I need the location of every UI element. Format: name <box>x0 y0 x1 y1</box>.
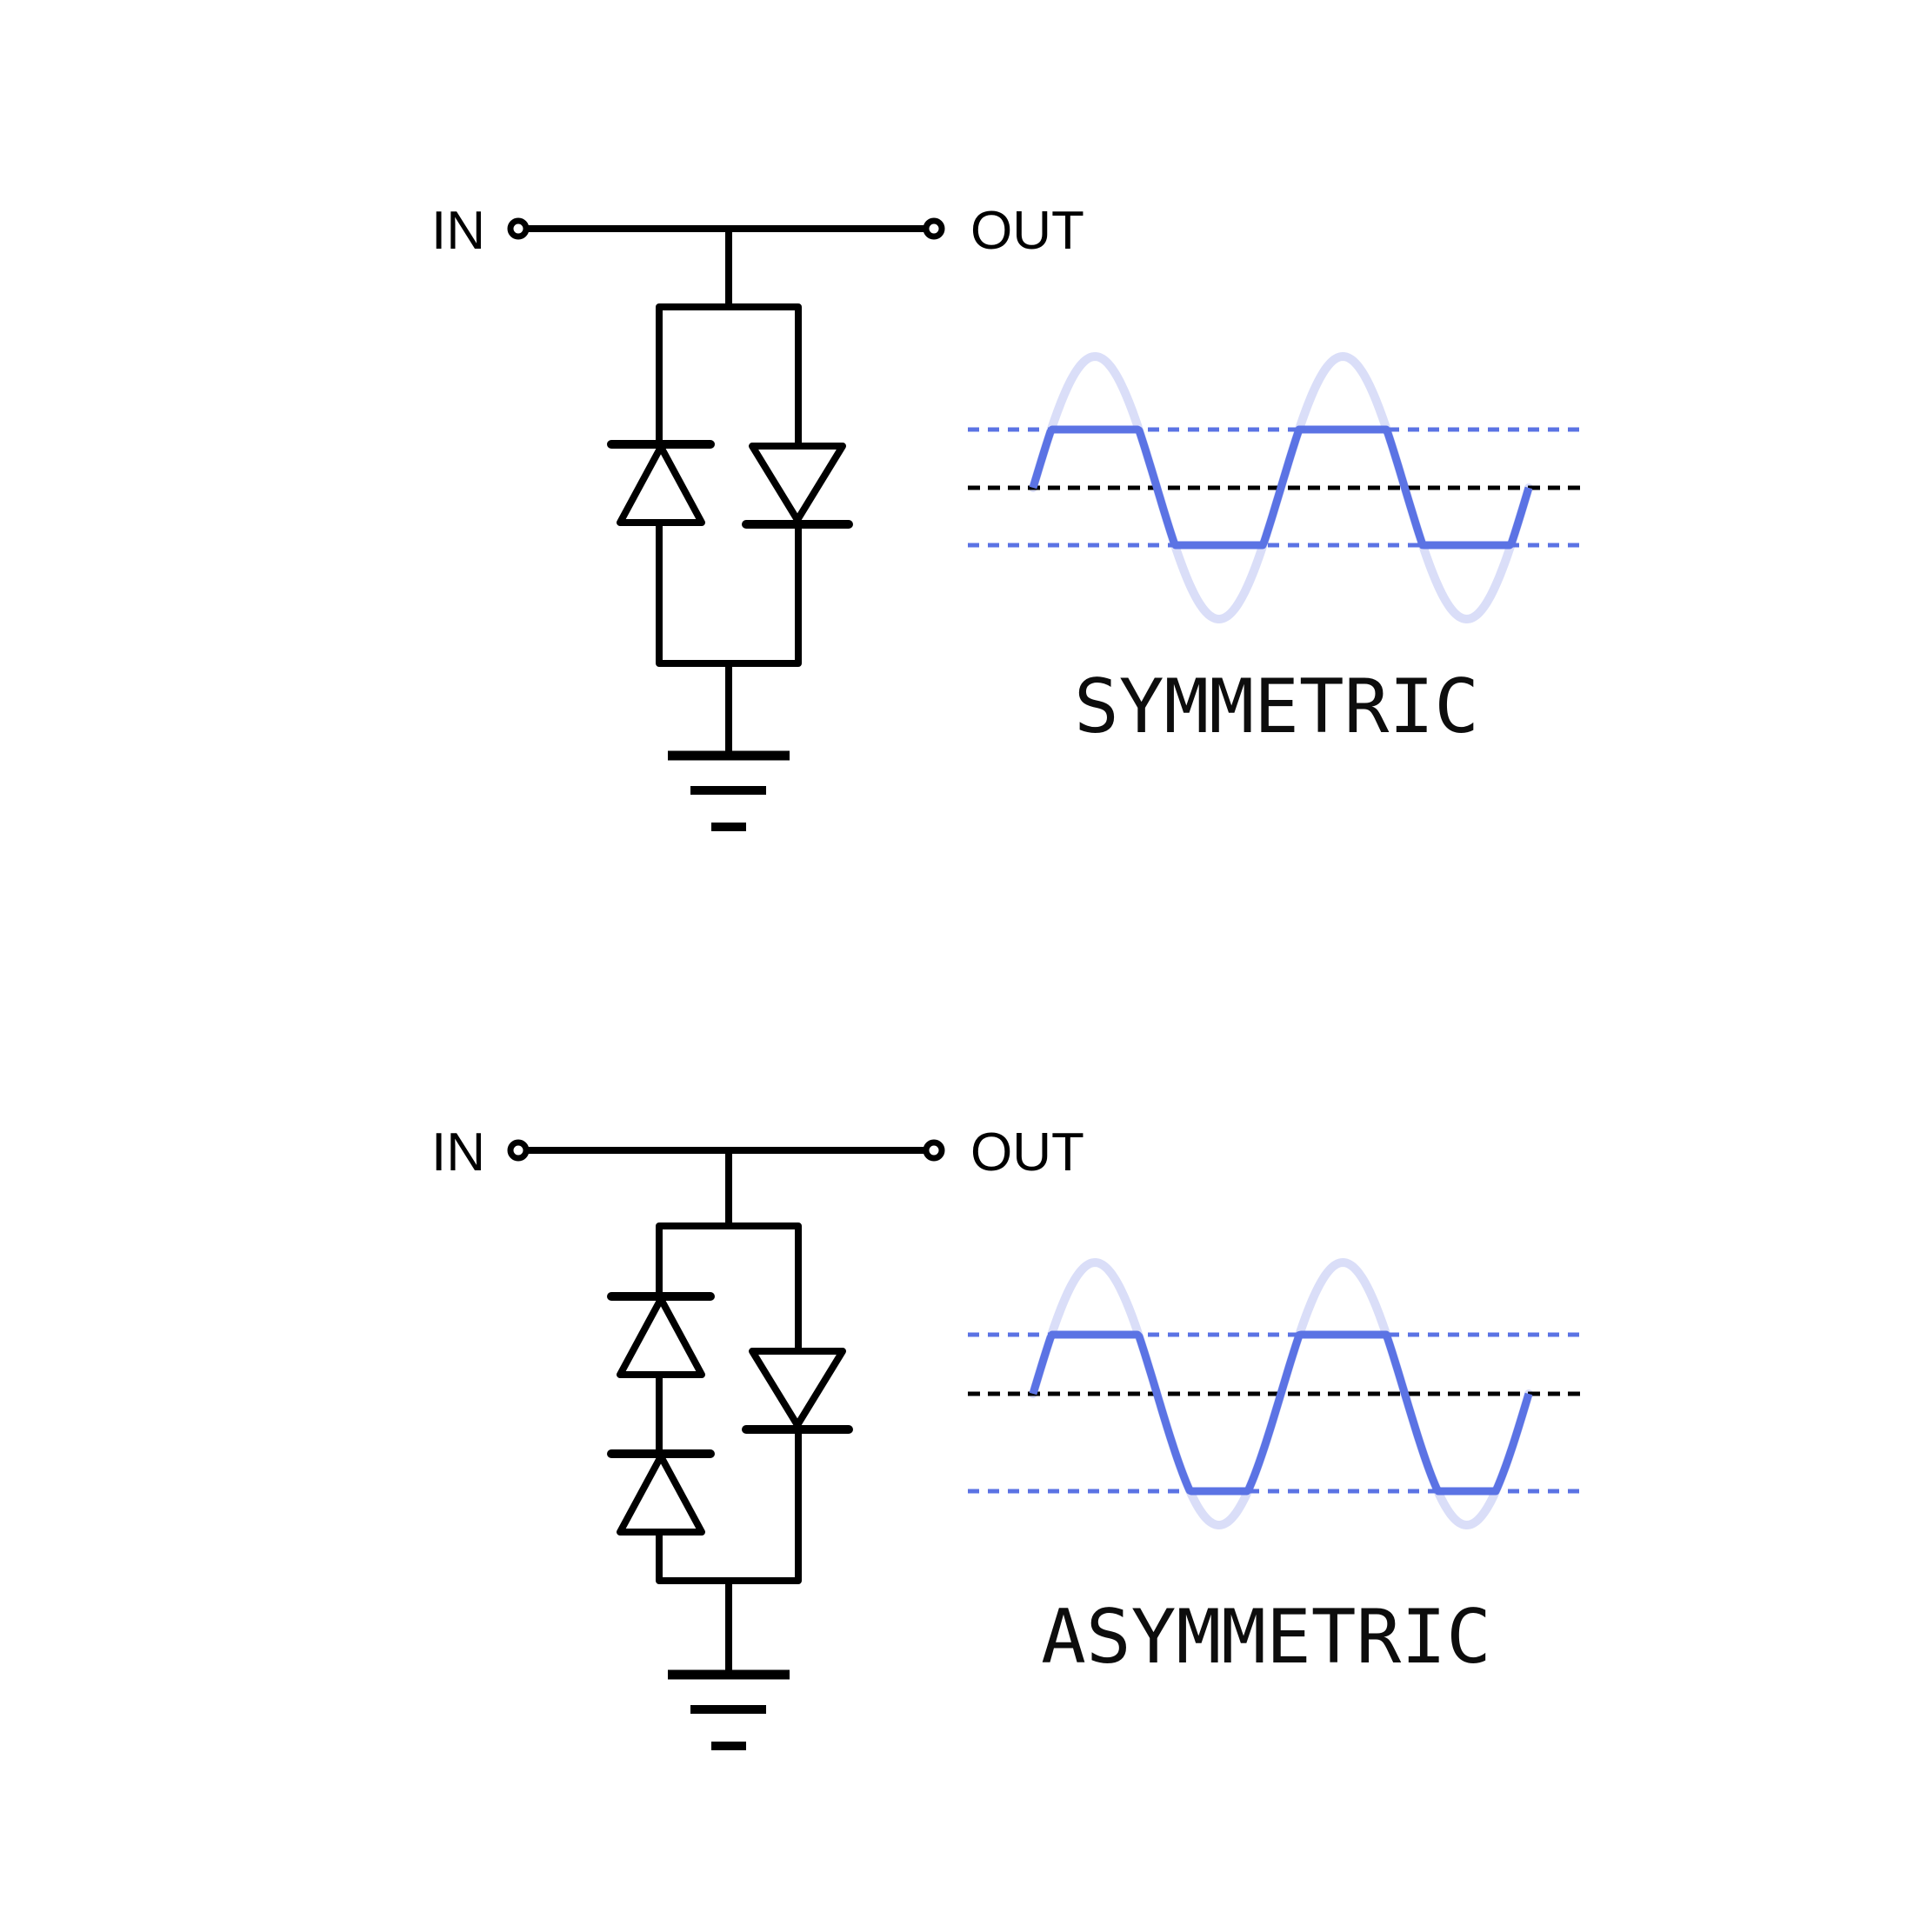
diode-triangle <box>617 1453 705 1536</box>
in-terminal-icon <box>507 217 530 240</box>
out-label: OUT <box>970 201 1084 261</box>
waveform-caption: ASYMMETRIC <box>1041 1594 1491 1681</box>
in-label: IN <box>431 201 485 261</box>
ground-icon <box>668 660 790 831</box>
diode-triangle <box>617 443 705 526</box>
circuit-symmetric: IN OUT <box>431 201 1084 831</box>
out-label: OUT <box>970 1123 1084 1183</box>
diode-down-icon <box>742 1348 853 1434</box>
clipped-output-wave <box>1029 1330 1533 1496</box>
diode-up-icon <box>607 440 715 526</box>
circuit-asymmetric: IN OUT <box>431 1123 1084 1750</box>
diode-triangle <box>749 443 846 523</box>
diode-up-icon <box>607 1449 715 1536</box>
waveform-caption: SYMMETRIC <box>1074 663 1479 750</box>
branch-frame-top <box>656 303 802 451</box>
in-terminal-icon <box>507 1139 530 1162</box>
diode-up-icon <box>607 1292 715 1378</box>
branch-frame-top <box>656 1222 802 1355</box>
waveform-asymmetric: ASYMMETRIC <box>968 1257 1585 1681</box>
out-terminal-icon <box>923 217 945 240</box>
branch-frame-bottom <box>656 518 802 667</box>
diode-triangle <box>749 1348 846 1429</box>
diode-down-icon <box>742 443 853 529</box>
clipped-output-wave <box>1029 425 1533 550</box>
waveform-symmetric: SYMMETRIC <box>968 351 1585 750</box>
in-label: IN <box>431 1123 485 1183</box>
out-terminal-icon <box>923 1139 945 1162</box>
diode-triangle <box>617 1296 705 1378</box>
ground-icon <box>668 1577 790 1750</box>
